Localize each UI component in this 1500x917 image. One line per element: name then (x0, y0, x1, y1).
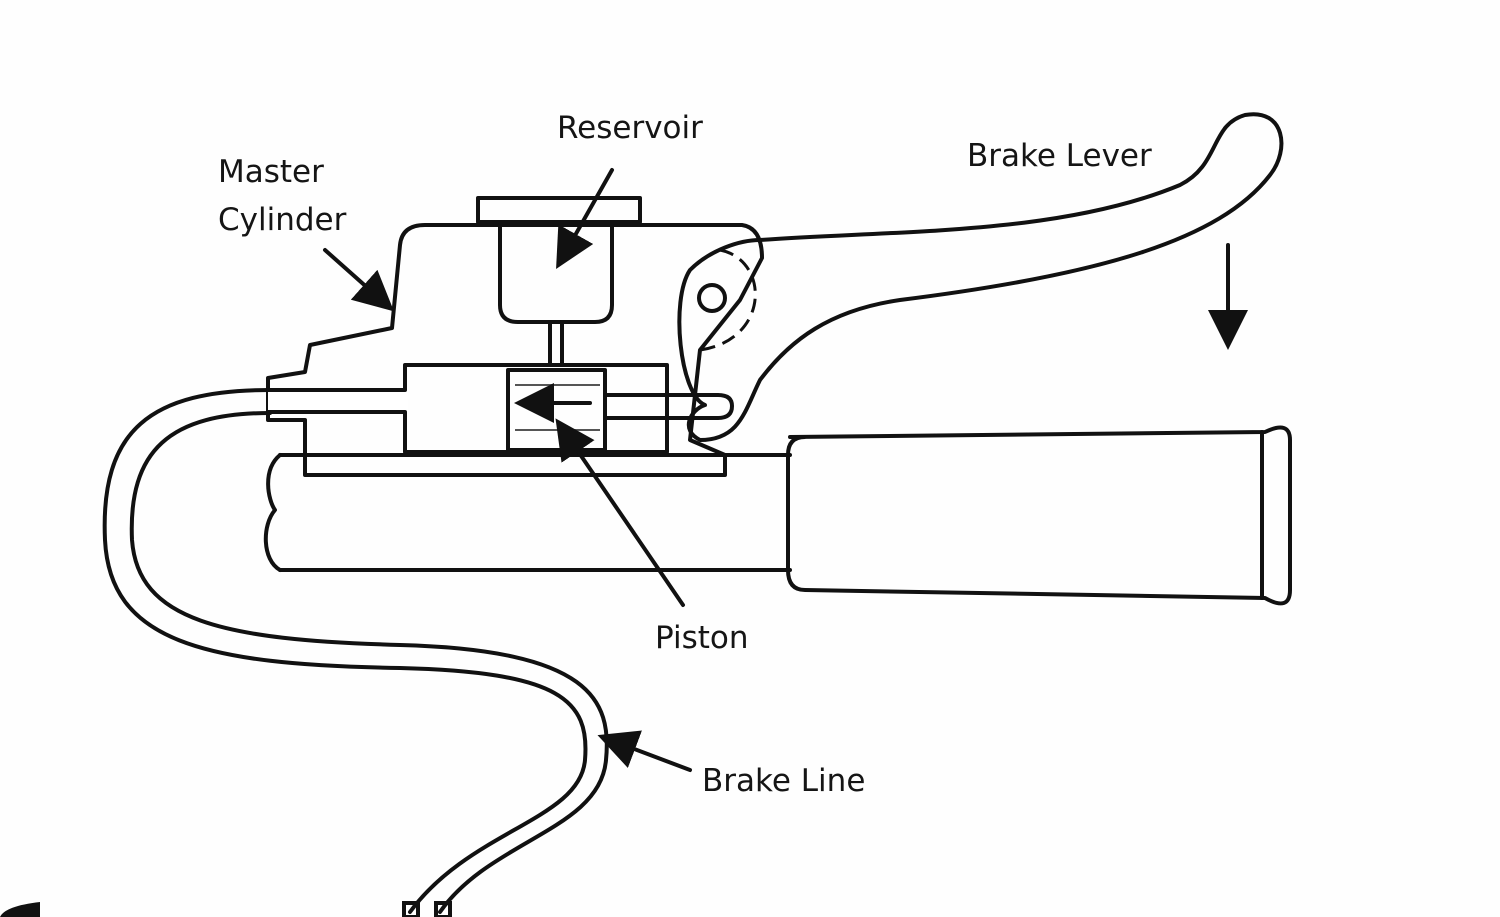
reservoir-cap (476, 196, 642, 224)
pivot-bolt (697, 283, 727, 313)
master-cylinder-body (266, 196, 764, 477)
handlebar-grip (786, 425, 1292, 606)
label-brake-line: Brake Line (702, 763, 865, 799)
reservoir-leader (556, 168, 614, 269)
handlebar (263, 453, 792, 572)
master-cylinder-leader (323, 248, 394, 312)
label-piston: Piston (655, 620, 749, 656)
label-brake-lever: Brake Lever (967, 138, 1152, 174)
label-master-cylinder-2: Cylinder (218, 202, 347, 238)
brake-lever (677, 112, 1284, 442)
label-reservoir: Reservoir (557, 110, 703, 146)
reservoir-chamber (498, 223, 614, 324)
piston-leader (555, 418, 685, 607)
brake-line-hose (102, 388, 609, 917)
corner-edge (0, 902, 40, 917)
cylinder-bore (403, 363, 669, 454)
brake-line-leader (597, 730, 692, 772)
label-master-cylinder-1: Master (218, 154, 324, 190)
